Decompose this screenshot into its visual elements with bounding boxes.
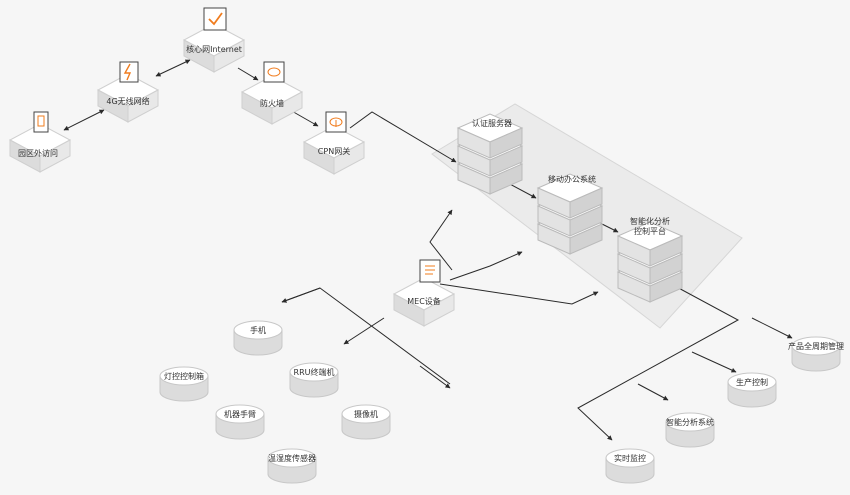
link-campus-4g	[63, 109, 105, 131]
campus-access-node: 园区外访问	[8, 111, 72, 173]
tablet-icon	[33, 111, 49, 133]
smart-platform-stack: 智能化分析 控制平台	[616, 216, 684, 303]
lightning-icon	[119, 61, 139, 83]
link-mec-smart	[439, 283, 599, 305]
auth-server-stack: 认证服务器	[456, 113, 524, 195]
link-mec-mobile	[449, 251, 523, 281]
phone-device: 手机	[233, 320, 283, 356]
link-apps-lifecycle	[751, 317, 793, 339]
mobile-office-stack: 移动办公系统	[536, 173, 604, 255]
phone-label: 手机	[250, 325, 266, 335]
link-4g-core	[155, 59, 191, 77]
link-bus-left	[281, 287, 321, 303]
realtime-monitor-app: 实时监控	[605, 448, 655, 484]
network-4g-node: 4G无线网络	[96, 61, 160, 123]
mobile-office-label: 移动办公系统	[548, 174, 596, 184]
camera-label: 摄像机	[354, 409, 378, 419]
cpn-gateway-node: CPN网关	[302, 111, 366, 175]
light-box-label: 灯控控制箱	[164, 371, 204, 381]
core-internet-node: 核心网Internet	[182, 7, 246, 73]
mec-device-label: MEC设备	[407, 296, 441, 306]
checkmark-icon	[203, 7, 227, 31]
smart-analysis-app: 智能分析系统	[665, 412, 715, 448]
robot-arm-device: 机器手臂	[215, 404, 265, 440]
smart-platform-label-2: 控制平台	[634, 226, 666, 236]
robot-arm-label: 机器手臂	[224, 409, 256, 419]
link-mec-auth	[429, 209, 453, 271]
link-mec-devices	[343, 317, 385, 345]
network-4g-label: 4G无线网络	[106, 96, 149, 106]
cpn-gateway-label: CPN网关	[318, 146, 350, 156]
mec-device-node: MEC设备	[392, 259, 456, 327]
cloud-upload-icon	[325, 111, 347, 133]
link-smart-apps	[577, 277, 740, 441]
smart-platform-label-1: 智能化分析	[630, 216, 670, 226]
auth-server-label: 认证服务器	[472, 118, 512, 128]
link-firewall-cpn	[289, 109, 319, 127]
link-core-firewall	[237, 67, 259, 81]
rru-terminal-label: RRU终端机	[294, 367, 335, 377]
lifecycle-mgmt-app: 产品全周期管理	[788, 336, 844, 372]
camera-device: 摄像机	[341, 404, 391, 440]
core-internet-label: 核心网Internet	[186, 44, 242, 54]
temp-sensor-label: 温湿度传感器	[268, 453, 316, 463]
campus-access-label: 园区外访问	[18, 148, 58, 158]
production-ctrl-label: 生产控制	[736, 377, 768, 387]
production-ctrl-app: 生产控制	[727, 372, 777, 408]
light-box-device: 灯控控制箱	[159, 366, 209, 402]
smart-analysis-label: 智能分析系统	[666, 417, 714, 427]
lifecycle-mgmt-label: 产品全周期管理	[788, 341, 844, 351]
link-bus-right	[419, 365, 451, 389]
temp-sensor-device: 温湿度传感器	[267, 448, 317, 484]
document-icon	[419, 259, 441, 283]
firewall-cloud-icon	[263, 61, 285, 83]
realtime-monitor-label: 实时监控	[614, 453, 646, 463]
firewall-label: 防火墙	[260, 98, 284, 108]
link-apps-production	[691, 351, 737, 373]
firewall-node: 防火墙	[240, 61, 304, 125]
link-apps-analysis	[637, 383, 669, 401]
link-cpn-auth	[349, 111, 457, 163]
rru-terminal-device: RRU终端机	[289, 362, 339, 398]
